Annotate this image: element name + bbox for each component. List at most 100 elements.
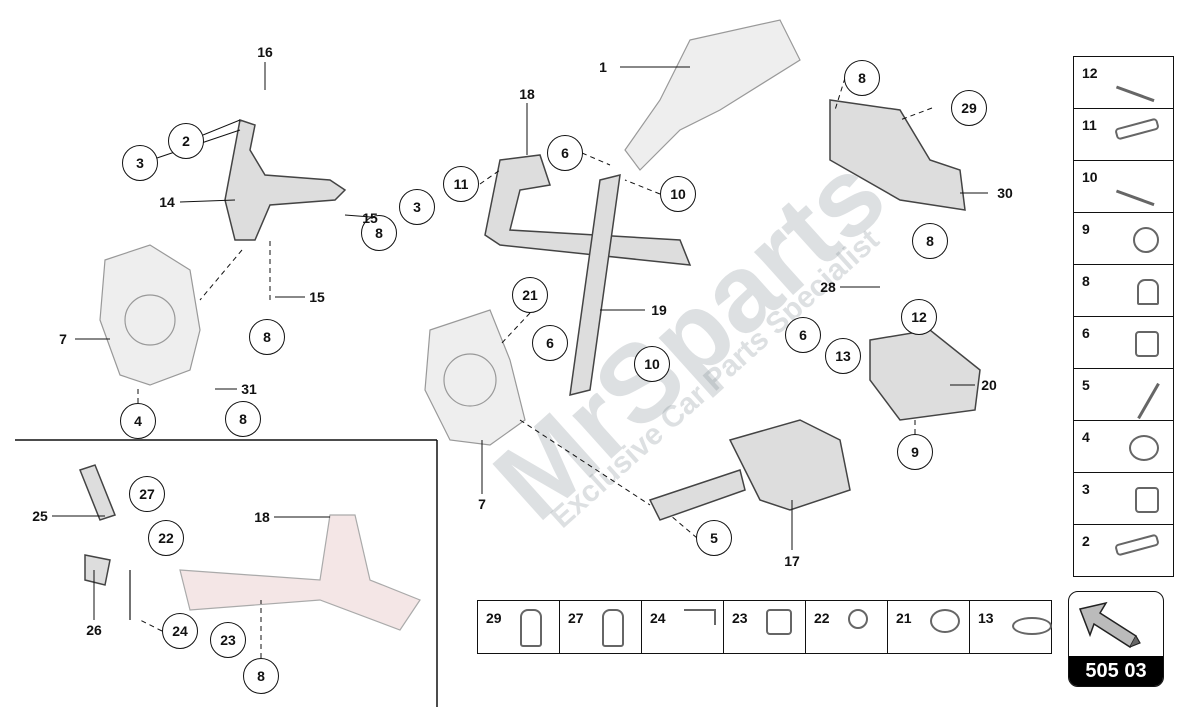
callout-24[interactable]: 24: [162, 613, 198, 649]
wheel-hub-carrier-front: [99, 244, 201, 386]
legend-item-27[interactable]: 27: [560, 601, 642, 653]
part-label-16[interactable]: 16: [257, 44, 273, 60]
legend-item-3[interactable]: 3: [1074, 473, 1173, 525]
legend-number: 9: [1082, 221, 1090, 237]
callout-10[interactable]: 10: [660, 176, 696, 212]
legend-number: 5: [1082, 377, 1090, 393]
part-label-26[interactable]: 26: [86, 622, 102, 638]
part-label-15[interactable]: 15: [362, 210, 378, 226]
dashed-leader-lines: [137, 77, 933, 658]
legend-item-12[interactable]: 12: [1074, 57, 1173, 109]
callout-2[interactable]: 2: [168, 123, 204, 159]
legend-item-8[interactable]: 8: [1074, 265, 1173, 317]
callout-3[interactable]: 3: [399, 189, 435, 225]
legend-item-9[interactable]: 9: [1074, 213, 1173, 265]
legend-item-4[interactable]: 4: [1074, 421, 1173, 473]
callout-13[interactable]: 13: [825, 338, 861, 374]
bottom-legend: 29 27 24 23 22 21 13: [477, 600, 1052, 654]
part-label-18[interactable]: 18: [254, 509, 270, 525]
part-label-7[interactable]: 7: [478, 496, 486, 512]
legend-item-6[interactable]: 6: [1074, 317, 1173, 369]
legend-item-22[interactable]: 22: [806, 601, 888, 653]
callout-6[interactable]: 6: [532, 325, 568, 361]
legend-number: 22: [814, 610, 830, 626]
screw-icon: [520, 609, 542, 647]
part-label-25[interactable]: 25: [32, 508, 48, 524]
part-label-20[interactable]: 20: [981, 377, 997, 393]
legend-item-23[interactable]: 23: [724, 601, 806, 653]
callout-22[interactable]: 22: [148, 520, 184, 556]
part-label-30[interactable]: 30: [997, 185, 1013, 201]
callout-8[interactable]: 8: [225, 401, 261, 437]
legend-number: 13: [978, 610, 994, 626]
legend-number: 24: [650, 610, 666, 626]
legend-number: 3: [1082, 481, 1090, 497]
callout-21[interactable]: 21: [512, 277, 548, 313]
callout-9[interactable]: 9: [897, 434, 933, 470]
callout-29[interactable]: 29: [951, 90, 987, 126]
screw-icon: [602, 609, 624, 647]
legend-item-29[interactable]: 29: [478, 601, 560, 653]
nut-icon: [1135, 487, 1159, 513]
callout-4[interactable]: 4: [120, 403, 156, 439]
callout-8[interactable]: 8: [243, 658, 279, 694]
nut-icon: [766, 609, 792, 635]
part-label-1[interactable]: 1: [599, 59, 607, 75]
legend-item-24[interactable]: 24: [642, 601, 724, 653]
upper-control-arm-front: [224, 119, 347, 241]
upper-control-arm-rear: [484, 154, 692, 396]
part-label-15[interactable]: 15: [309, 289, 325, 305]
part-label-31[interactable]: 31: [241, 381, 257, 397]
bracket-20: [869, 329, 981, 421]
part-label-14[interactable]: 14: [159, 194, 175, 210]
legend-number: 10: [1082, 169, 1098, 185]
callout-11[interactable]: 11: [443, 166, 479, 202]
callout-8[interactable]: 8: [361, 215, 397, 251]
sleeve-icon: [1114, 533, 1160, 557]
callout-23[interactable]: 23: [210, 622, 246, 658]
callout-3[interactable]: 3: [122, 145, 158, 181]
bolt-icon: [1118, 371, 1160, 420]
legend-item-10[interactable]: 10: [1074, 161, 1173, 213]
legend-number: 11: [1082, 117, 1097, 133]
nut-icon: [1135, 331, 1159, 357]
legend-item-5[interactable]: 5: [1074, 369, 1173, 421]
flange-nut-icon: [1129, 435, 1159, 461]
sleeve-icon: [1114, 117, 1160, 141]
legend-number: 8: [1082, 273, 1090, 289]
callout-5[interactable]: 5: [696, 520, 732, 556]
legend-number: 4: [1082, 429, 1090, 445]
callout-6[interactable]: 6: [547, 135, 583, 171]
callout-6[interactable]: 6: [785, 317, 821, 353]
legend-item-2[interactable]: 2: [1074, 525, 1173, 576]
legend-number: 12: [1082, 65, 1098, 81]
part-label-19[interactable]: 19: [651, 302, 667, 318]
bushing-icon: [1133, 227, 1159, 253]
callout-27[interactable]: 27: [129, 476, 165, 512]
legend-item-13[interactable]: 13: [970, 601, 1052, 653]
callout-12[interactable]: 12: [901, 299, 937, 335]
wheel-hub-carrier-rear: [424, 309, 526, 446]
part-label-17[interactable]: 17: [784, 553, 800, 569]
washer-icon: [1012, 617, 1052, 635]
screw-icon: [848, 609, 868, 629]
callout-8[interactable]: 8: [912, 223, 948, 259]
actuator-17: [648, 419, 851, 521]
part-label-18[interactable]: 18: [519, 86, 535, 102]
side-legend: 12 11 10 9 8 6 5 4 3 2: [1073, 56, 1174, 577]
callout-8[interactable]: 8: [844, 60, 880, 96]
legend-item-11[interactable]: 11: [1074, 109, 1173, 161]
part-label-28[interactable]: 28: [820, 279, 836, 295]
part-label-7[interactable]: 7: [59, 331, 67, 347]
legend-item-21[interactable]: 21: [888, 601, 970, 653]
screw-icon: [1137, 279, 1159, 305]
legend-number: 2: [1082, 533, 1090, 549]
callout-8[interactable]: 8: [249, 319, 285, 355]
bolt-icon: [1115, 64, 1163, 103]
legend-number: 29: [486, 610, 502, 626]
page-arrow-icon: [1078, 601, 1141, 649]
page-number-badge[interactable]: 505 03: [1068, 591, 1164, 687]
flange-nut-icon: [930, 609, 960, 633]
callout-10[interactable]: 10: [634, 346, 670, 382]
